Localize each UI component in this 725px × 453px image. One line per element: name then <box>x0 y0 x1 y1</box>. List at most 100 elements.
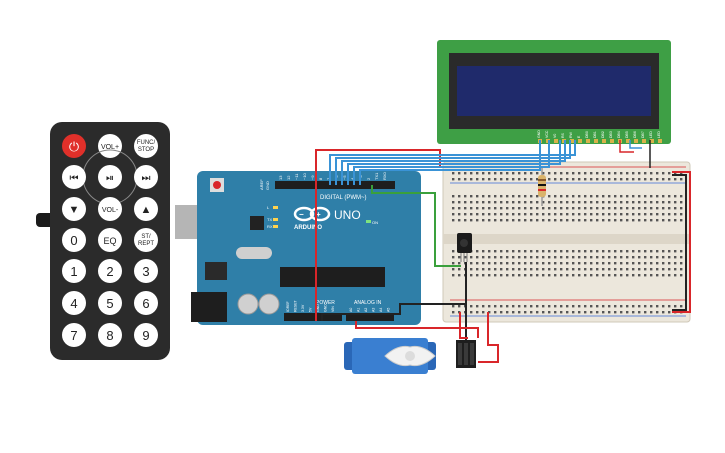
breadboard-hole[interactable] <box>470 207 473 210</box>
breadboard-hole[interactable] <box>644 274 647 277</box>
breadboard-hole[interactable] <box>608 178 611 181</box>
breadboard-hole[interactable] <box>512 311 515 314</box>
breadboard-hole[interactable] <box>572 274 575 277</box>
breadboard-hole[interactable] <box>482 213 485 216</box>
breadboard-hole[interactable] <box>494 213 497 216</box>
breadboard-hole[interactable] <box>620 305 623 308</box>
breadboard-hole[interactable] <box>560 219 563 222</box>
breadboard-hole[interactable] <box>476 219 479 222</box>
breadboard-hole[interactable] <box>494 274 497 277</box>
breadboard-hole[interactable] <box>524 172 527 175</box>
breadboard-hole[interactable] <box>572 268 575 271</box>
breadboard-hole[interactable] <box>674 172 677 175</box>
breadboard-hole[interactable] <box>572 213 575 216</box>
breadboard-hole[interactable] <box>632 178 635 181</box>
breadboard-hole[interactable] <box>506 256 509 259</box>
breadboard-hole[interactable] <box>632 195 635 198</box>
breadboard-hole[interactable] <box>488 219 491 222</box>
breadboard-hole[interactable] <box>584 172 587 175</box>
breadboard-hole[interactable] <box>476 262 479 265</box>
breadboard-hole[interactable] <box>452 311 455 314</box>
breadboard-hole[interactable] <box>482 262 485 265</box>
button-3[interactable]: 3 <box>134 259 158 283</box>
breadboard-hole[interactable] <box>632 201 635 204</box>
breadboard-hole[interactable] <box>650 207 653 210</box>
breadboard-hole[interactable] <box>608 195 611 198</box>
breadboard-hole[interactable] <box>572 311 575 314</box>
breadboard-hole[interactable] <box>602 219 605 222</box>
breadboard-hole[interactable] <box>524 262 527 265</box>
breadboard-hole[interactable] <box>644 195 647 198</box>
breadboard-hole[interactable] <box>638 311 641 314</box>
breadboard-hole[interactable] <box>470 172 473 175</box>
breadboard-hole[interactable] <box>656 207 659 210</box>
breadboard-hole[interactable] <box>668 256 671 259</box>
breadboard-hole[interactable] <box>530 250 533 253</box>
breadboard-hole[interactable] <box>614 262 617 265</box>
breadboard-hole[interactable] <box>674 262 677 265</box>
breadboard-hole[interactable] <box>626 311 629 314</box>
breadboard-hole[interactable] <box>584 213 587 216</box>
breadboard-hole[interactable] <box>584 268 587 271</box>
breadboard-hole[interactable] <box>560 195 563 198</box>
breadboard-hole[interactable] <box>566 213 569 216</box>
breadboard-hole[interactable] <box>506 201 509 204</box>
breadboard-hole[interactable] <box>662 305 665 308</box>
breadboard-hole[interactable] <box>566 311 569 314</box>
breadboard-hole[interactable] <box>560 268 563 271</box>
breadboard-hole[interactable] <box>638 213 641 216</box>
breadboard-hole[interactable] <box>542 250 545 253</box>
breadboard-hole[interactable] <box>488 201 491 204</box>
vol-down-button[interactable]: VOL- <box>98 197 122 221</box>
breadboard-hole[interactable] <box>548 256 551 259</box>
breadboard-hole[interactable] <box>494 201 497 204</box>
breadboard-hole[interactable] <box>512 274 515 277</box>
breadboard-hole[interactable] <box>524 311 527 314</box>
breadboard-hole[interactable] <box>668 178 671 181</box>
breadboard-hole[interactable] <box>518 178 521 181</box>
breadboard-hole[interactable] <box>662 219 665 222</box>
breadboard-hole[interactable] <box>668 195 671 198</box>
breadboard-hole[interactable] <box>650 250 653 253</box>
breadboard-hole[interactable] <box>470 256 473 259</box>
breadboard-hole[interactable] <box>464 195 467 198</box>
breadboard-hole[interactable] <box>680 305 683 308</box>
breadboard-hole[interactable] <box>668 201 671 204</box>
breadboard-hole[interactable] <box>494 311 497 314</box>
breadboard-hole[interactable] <box>518 213 521 216</box>
button-2[interactable]: 2 <box>98 259 122 283</box>
breadboard-hole[interactable] <box>512 262 515 265</box>
breadboard-hole[interactable] <box>626 213 629 216</box>
breadboard-hole[interactable] <box>578 274 581 277</box>
breadboard-hole[interactable] <box>506 268 509 271</box>
breadboard-hole[interactable] <box>506 311 509 314</box>
breadboard-hole[interactable] <box>596 219 599 222</box>
breadboard-hole[interactable] <box>500 219 503 222</box>
breadboard-hole[interactable] <box>662 311 665 314</box>
breadboard-hole[interactable] <box>482 178 485 181</box>
breadboard-hole[interactable] <box>452 262 455 265</box>
breadboard-hole[interactable] <box>530 274 533 277</box>
breadboard-hole[interactable] <box>584 201 587 204</box>
breadboard-hole[interactable] <box>518 201 521 204</box>
breadboard-hole[interactable] <box>512 305 515 308</box>
breadboard-hole[interactable] <box>572 201 575 204</box>
breadboard-hole[interactable] <box>560 201 563 204</box>
breadboard-hole[interactable] <box>452 207 455 210</box>
next-button[interactable]: ⏭ <box>134 165 158 189</box>
breadboard-hole[interactable] <box>662 172 665 175</box>
breadboard-hole[interactable] <box>500 201 503 204</box>
breadboard-hole[interactable] <box>524 207 527 210</box>
breadboard-hole[interactable] <box>560 213 563 216</box>
breadboard-hole[interactable] <box>632 268 635 271</box>
breadboard-hole[interactable] <box>452 256 455 259</box>
breadboard-hole[interactable] <box>512 172 515 175</box>
breadboard-hole[interactable] <box>500 311 503 314</box>
breadboard-hole[interactable] <box>602 178 605 181</box>
lcd-pin[interactable] <box>610 139 614 143</box>
breadboard-hole[interactable] <box>572 250 575 253</box>
breadboard-hole[interactable] <box>650 305 653 308</box>
breadboard-hole[interactable] <box>500 213 503 216</box>
breadboard-hole[interactable] <box>554 262 557 265</box>
breadboard-hole[interactable] <box>548 213 551 216</box>
